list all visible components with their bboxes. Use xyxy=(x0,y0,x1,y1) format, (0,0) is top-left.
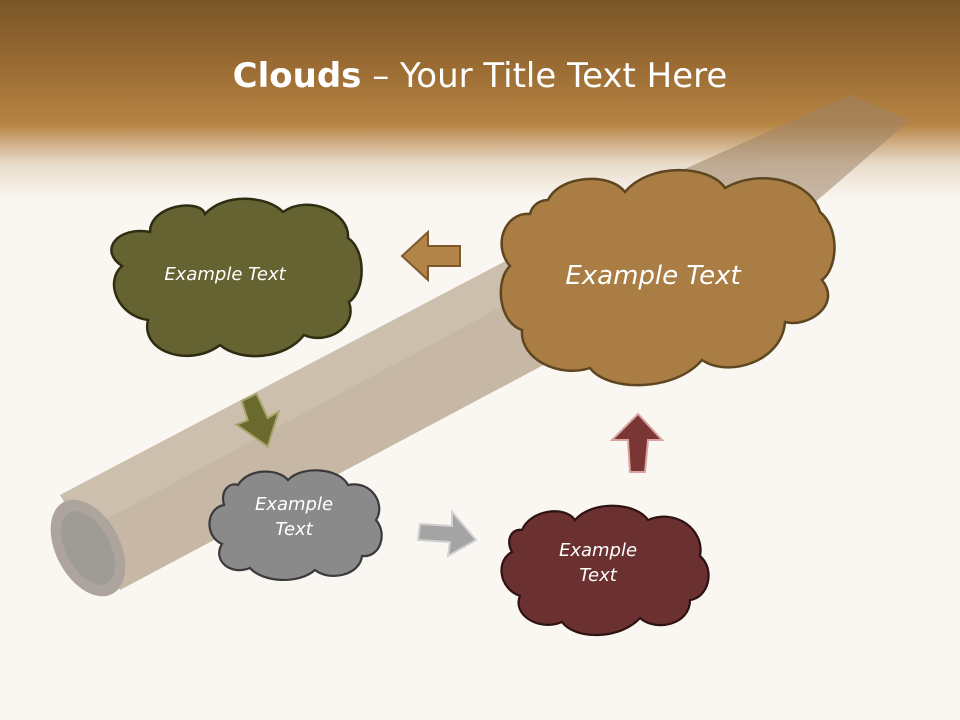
cloud-maroon[interactable] xyxy=(500,504,710,637)
cloud-maroon-line1: Example xyxy=(558,540,638,561)
cloud-tan[interactable] xyxy=(499,168,836,387)
arrow-right-icon xyxy=(416,509,478,558)
cloud-olive-text: Example Text xyxy=(130,262,320,287)
arrow-down-icon xyxy=(234,392,281,449)
cloud-olive-label: Example Text xyxy=(164,264,286,285)
cloud-gray-text: Example Text xyxy=(228,492,360,542)
cloud-maroon-line2: Text xyxy=(579,565,617,587)
arrow-left-icon xyxy=(400,229,461,283)
cloud-gray[interactable] xyxy=(208,469,383,582)
cloud-maroon-text: Example Text xyxy=(532,538,664,588)
arrow-up-icon xyxy=(609,412,665,473)
title-rest: Your Title Text Here xyxy=(400,56,728,96)
cloud-gray-line1: Example xyxy=(254,494,334,515)
title-bold: Clouds xyxy=(232,56,362,96)
cloud-gray-line2: Text xyxy=(275,519,313,541)
cloud-olive[interactable] xyxy=(110,197,363,358)
cloud-tan-label: Example Text xyxy=(565,261,741,291)
title-dash: – xyxy=(361,56,401,96)
slide-title: Clouds – Your Title Text Here xyxy=(0,52,960,100)
cloud-tan-text: Example Text xyxy=(528,258,778,294)
